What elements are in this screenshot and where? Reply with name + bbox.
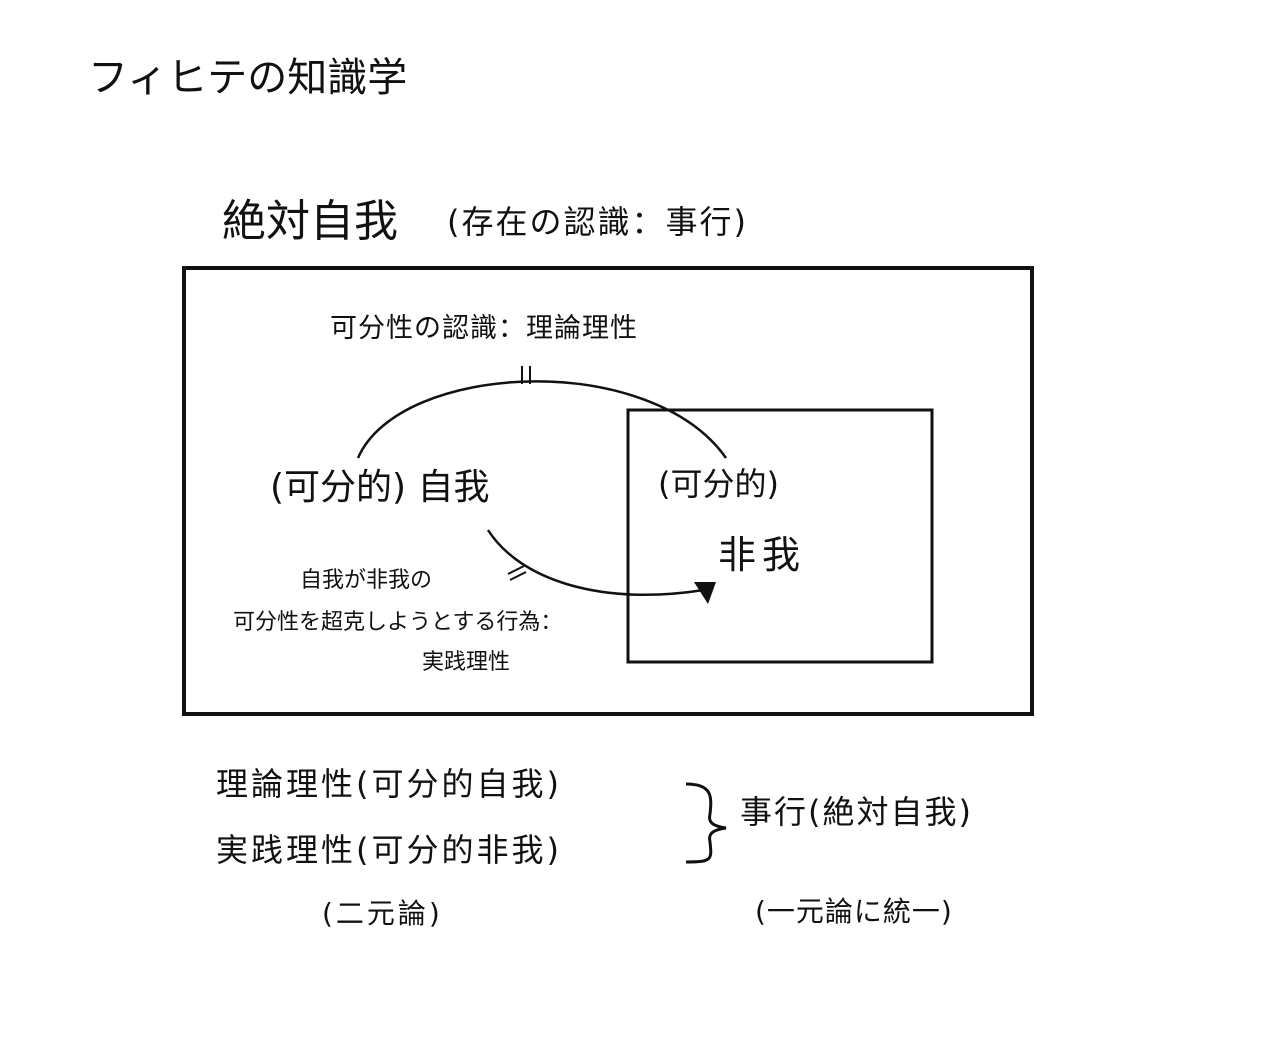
theoretical-arc <box>356 380 728 459</box>
dualism-label: (二元論) <box>322 897 443 930</box>
summary-practical: 実践理性(可分的非我) <box>216 831 562 869</box>
theoretical-reason-label: 可分性の認識：理論理性 <box>330 313 638 344</box>
practical-arrowhead <box>694 582 716 604</box>
summary-theoretical: 理論理性(可分的自我) <box>216 765 562 803</box>
practical-tick-2 <box>509 571 527 581</box>
nonego-frame <box>626 408 934 664</box>
practical-reason-line-3: 実践理性 <box>422 650 511 675</box>
summary-unified: 事行(絶対自我) <box>740 793 973 831</box>
absolute-ego-note: (存在の認識：事行) <box>447 203 748 241</box>
divisible-nonego-label: (可分的) <box>658 465 779 503</box>
summary-brace <box>685 782 727 864</box>
nonego-label: 非我 <box>718 533 807 577</box>
absolute-ego-frame <box>182 266 1034 716</box>
monism-label: (一元論に統一) <box>755 895 953 928</box>
divisible-ego-label: (可分的) 自我 <box>270 467 490 508</box>
absolute-ego-label: 絶対自我 <box>222 196 398 247</box>
page-title: フィヒテの知識学 <box>88 55 408 101</box>
practical-reason-line-1: 自我が非我の <box>300 568 433 593</box>
practical-arc <box>486 529 705 596</box>
practical-tick-1 <box>507 565 525 575</box>
practical-reason-line-2: 可分性を超克しようとする行為： <box>233 610 563 635</box>
